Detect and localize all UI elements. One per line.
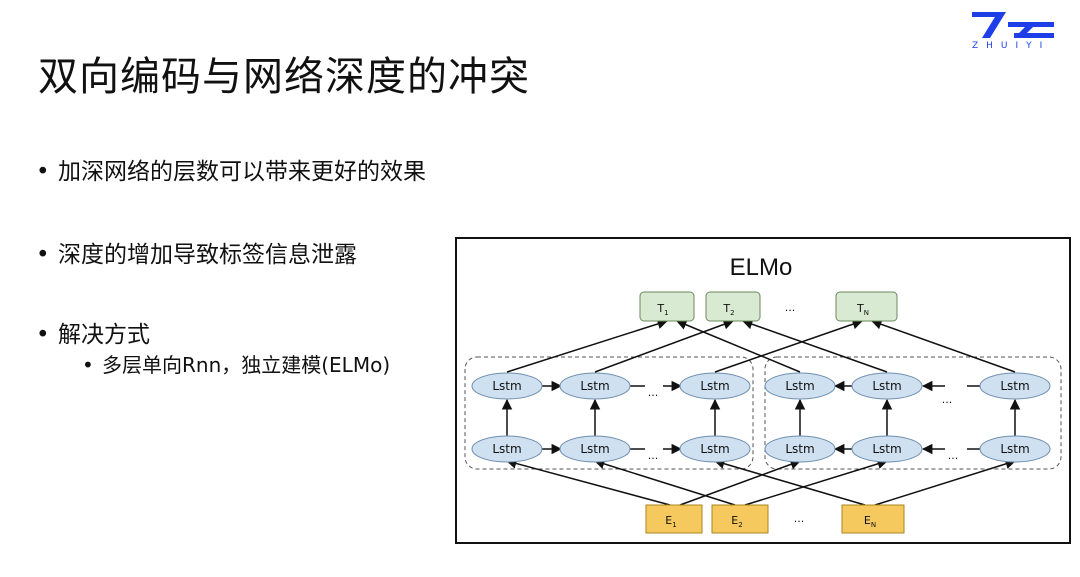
lstm-node: Lstm: [559, 435, 631, 463]
lstm-node: Lstm: [764, 435, 836, 463]
svg-text:E1: E1: [665, 514, 676, 529]
diagram-frame: [455, 237, 1071, 544]
sub-bullet-item: • 多层单向Rnn，独立建模(ELMo): [82, 349, 390, 378]
edge: [874, 458, 1017, 506]
input-node: E1: [645, 504, 703, 534]
svg-text:Lstm: Lstm: [785, 442, 814, 456]
output-node: TN: [835, 291, 898, 322]
svg-text:Lstm: Lstm: [872, 379, 901, 393]
ellipsis: ...: [648, 386, 659, 399]
ellipsis: ...: [785, 301, 796, 314]
diagram-title: ELMo: [730, 254, 793, 281]
lstm-node: Lstm: [979, 435, 1051, 463]
output-node: T1: [639, 291, 695, 322]
svg-text:Lstm: Lstm: [1000, 442, 1029, 456]
bullet-dot: •: [36, 159, 50, 185]
lstm-node: Lstm: [471, 372, 543, 400]
zhuiyi-logo-icon: [972, 12, 1054, 38]
slide-title: 双向编码与网络深度的冲突: [38, 54, 530, 100]
bullet-dot: •: [82, 353, 94, 377]
svg-text:E2: E2: [731, 514, 742, 529]
ellipsis: ...: [948, 449, 959, 462]
svg-text:Lstm: Lstm: [1000, 379, 1029, 393]
bullet-text: 加深网络的层数可以带来更好的效果: [58, 159, 426, 185]
bullet-dot: •: [36, 322, 50, 348]
svg-text:T2: T2: [722, 302, 734, 317]
edge: [714, 319, 863, 373]
forward-lstm-group: [464, 356, 754, 470]
edge: [742, 319, 888, 373]
svg-text:EN: EN: [864, 514, 876, 529]
svg-text:Lstm: Lstm: [700, 379, 729, 393]
lstm-node: Lstm: [679, 435, 751, 463]
bullet-dot: •: [36, 242, 50, 268]
lstm-node: Lstm: [679, 372, 751, 400]
lstm-node: Lstm: [851, 435, 923, 463]
svg-text:T1: T1: [656, 302, 668, 317]
edge: [593, 458, 736, 506]
svg-text:Lstm: Lstm: [872, 442, 901, 456]
ellipsis: ...: [942, 393, 953, 406]
edge: [594, 319, 734, 373]
svg-text:Lstm: Lstm: [580, 379, 609, 393]
edge: [676, 319, 801, 373]
lstm-node: Lstm: [851, 372, 923, 400]
edge: [506, 318, 669, 373]
svg-text:Lstm: Lstm: [700, 442, 729, 456]
sub-bullet-text: 多层单向Rnn，独立建模(ELMo): [102, 353, 391, 377]
backward-lstm-group: [764, 356, 1062, 470]
edge: [713, 458, 866, 506]
ellipsis: ...: [794, 512, 805, 525]
bullet-item: • 解决方式: [36, 315, 150, 349]
lstm-node: Lstm: [471, 435, 543, 463]
input-node: EN: [841, 504, 905, 534]
svg-text:TN: TN: [856, 302, 869, 317]
edge: [679, 459, 801, 506]
input-node: E2: [711, 504, 769, 534]
lstm-node: Lstm: [559, 372, 631, 400]
svg-text:Lstm: Lstm: [492, 379, 521, 393]
svg-text:Lstm: Lstm: [492, 442, 521, 456]
logo-text: ZHUIYI: [972, 41, 1051, 51]
elmo-diagram: ELMo: [464, 254, 1062, 534]
ellipsis: ...: [648, 449, 659, 462]
bullet-text: 解决方式: [58, 322, 150, 348]
svg-text:Lstm: Lstm: [785, 379, 814, 393]
lstm-node: Lstm: [764, 372, 836, 400]
bullet-text: 深度的增加导致标签信息泄露: [58, 242, 357, 268]
bullet-item: • 深度的增加导致标签信息泄露: [36, 235, 357, 269]
bullet-item: • 加深网络的层数可以带来更好的效果: [36, 152, 426, 186]
lstm-node: Lstm: [979, 372, 1051, 400]
edge: [744, 458, 889, 506]
edge: [871, 319, 1016, 373]
output-node: T2: [705, 291, 761, 322]
edge: [505, 458, 671, 506]
svg-text:Lstm: Lstm: [580, 442, 609, 456]
